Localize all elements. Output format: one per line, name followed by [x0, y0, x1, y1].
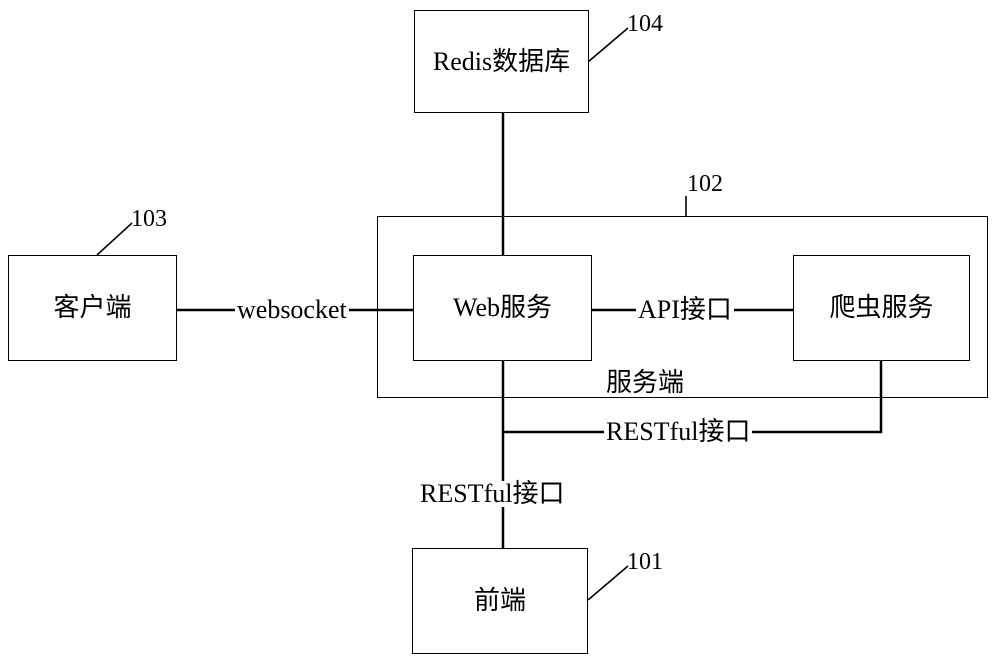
edge-label-api: API接口 [636, 295, 734, 324]
server-group-frame [377, 216, 988, 398]
leader-104 [587, 27, 629, 63]
leader-103 [96, 222, 133, 256]
redis-database-label: Redis数据库 [432, 46, 571, 76]
frontend-box: 前端 [412, 548, 588, 654]
edge-label-crawler-restful: RESTful接口 [604, 417, 753, 446]
web-service-label: Web服务 [453, 293, 552, 322]
web-service-box: Web服务 [413, 255, 592, 361]
ref-102: 102 [687, 171, 723, 197]
crawler-service-label: 爬虫服务 [829, 293, 934, 322]
server-group-label: 服务端 [606, 368, 685, 397]
edge-label-websocket: websocket [235, 295, 349, 324]
frontend-label: 前端 [473, 586, 526, 615]
edge-label-frontend-restful: RESTful接口 [418, 479, 567, 508]
crawler-service-box: 爬虫服务 [793, 255, 970, 361]
ref-103: 103 [131, 206, 167, 232]
redis-database-box: Redis数据库 [414, 10, 589, 113]
ref-104: 104 [627, 11, 663, 37]
ref-101: 101 [627, 549, 663, 575]
client-label: 客户端 [53, 293, 132, 322]
leader-101 [587, 565, 629, 601]
client-box: 客户端 [8, 255, 177, 361]
